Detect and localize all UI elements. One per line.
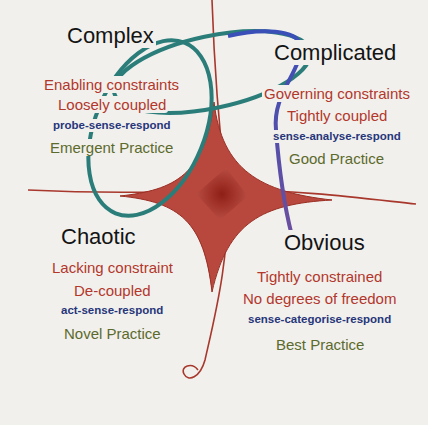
coupling-note: Tightly coupled <box>285 107 389 124</box>
response-pattern: act-sense-respond <box>59 304 165 317</box>
response-pattern: sense-analyse-respond <box>271 130 403 143</box>
domain-region: ComplexEnabling constraintsLoosely coupl… <box>40 23 184 157</box>
coupling-note: De-coupled <box>72 282 153 299</box>
practice-type: Best Practice <box>274 336 366 353</box>
coupling-note: No degrees of freedom <box>241 290 398 307</box>
response-pattern: probe-sense-respond <box>51 119 173 132</box>
domain-region: ChaoticLacking constraintDe-coupled act-s… <box>48 224 177 343</box>
constraint-note: Enabling constraints <box>42 76 181 93</box>
constraint-note: Lacking constraint <box>50 259 175 276</box>
practice-type: Novel Practice <box>62 325 163 342</box>
practice-type: Good Practice <box>287 150 386 167</box>
domain-heading: Complex <box>65 23 156 48</box>
constraint-note: Governing constraints <box>262 85 412 102</box>
practice-type: Emergent Practice <box>48 139 175 156</box>
coupling-note: Loosely coupled <box>56 96 168 113</box>
response-pattern: sense-categorise-respond <box>246 313 393 326</box>
constraint-note: Tightly constrained <box>255 268 384 285</box>
domain-heading: Chaotic <box>59 224 138 249</box>
domain-region: ObviousTightly constrained No degrees of … <box>239 230 401 354</box>
domain-region: ComplicatedGoverning constraintsTightly … <box>260 40 414 168</box>
disorder-core <box>196 168 248 220</box>
domain-heading: Obvious <box>282 230 367 255</box>
domain-heading: Complicated <box>272 40 398 65</box>
